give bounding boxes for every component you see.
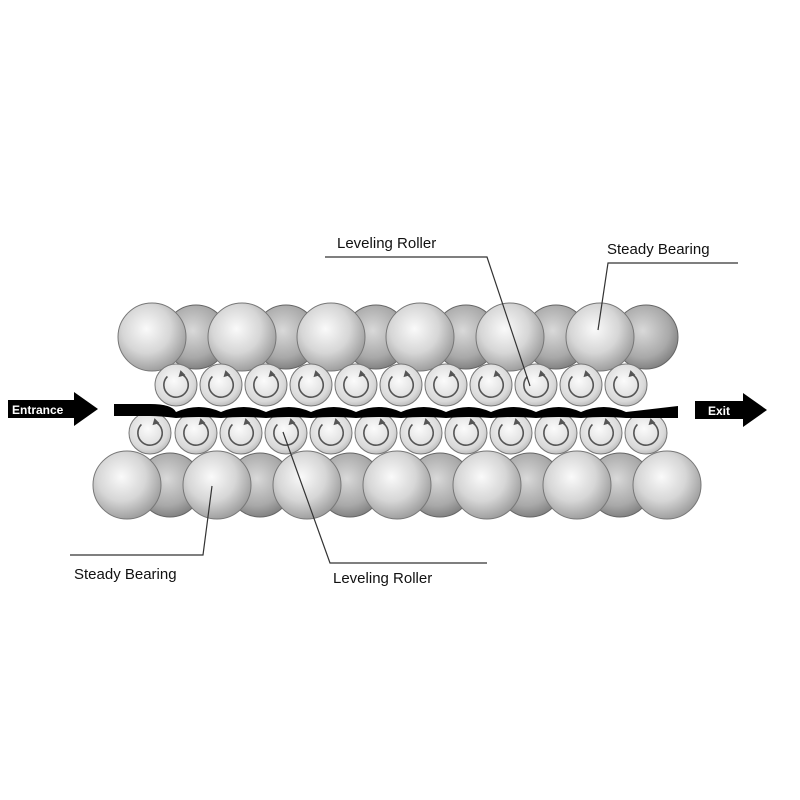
steady-bearing bbox=[117, 302, 187, 372]
steady-bearing bbox=[385, 302, 455, 372]
steady-bearing bbox=[92, 450, 162, 520]
steady-bearing bbox=[207, 302, 277, 372]
label-leveling-roller-top: Leveling Roller bbox=[337, 235, 436, 252]
rotation-arrow-icon bbox=[478, 370, 505, 398]
steady-bearing bbox=[632, 450, 702, 520]
rotation-arrow-icon bbox=[253, 370, 280, 398]
leveling-roller bbox=[604, 363, 648, 407]
rotation-arrow-icon bbox=[208, 370, 235, 398]
steady-bearing bbox=[565, 302, 635, 372]
label-leveling-roller-bottom: Leveling Roller bbox=[333, 570, 432, 587]
rotation-arrow-icon bbox=[633, 418, 660, 446]
exit-label: Exit bbox=[708, 404, 730, 418]
rotation-arrow-icon bbox=[363, 418, 390, 446]
rotation-arrow-icon bbox=[568, 370, 595, 398]
leader-lines bbox=[70, 256, 738, 564]
rotation-arrow-icon bbox=[433, 370, 460, 398]
leveling-roller bbox=[309, 411, 353, 455]
metal-strip bbox=[114, 404, 678, 418]
rotation-arrow-icon bbox=[298, 370, 325, 398]
rotation-arrow-icon bbox=[613, 370, 640, 398]
rotation-arrow-icon bbox=[453, 418, 480, 446]
leveling-roller bbox=[559, 363, 603, 407]
leveling-roller bbox=[154, 363, 198, 407]
leader-leveling-roller-top bbox=[325, 256, 531, 387]
steady-bearing bbox=[542, 450, 612, 520]
leveling-roller bbox=[264, 411, 308, 455]
top-leveling-rollers bbox=[154, 363, 648, 407]
exit-arrow: Exit bbox=[695, 393, 767, 427]
rotation-arrow-icon bbox=[318, 418, 345, 446]
rotation-arrow-icon bbox=[137, 418, 164, 446]
leveling-roller bbox=[379, 363, 423, 407]
leveling-roller bbox=[579, 411, 623, 455]
leveling-roller bbox=[174, 411, 218, 455]
entrance-label: Entrance bbox=[12, 403, 64, 417]
leveling-roller bbox=[444, 411, 488, 455]
rotation-arrow-icon bbox=[163, 370, 190, 398]
leveling-roller bbox=[534, 411, 578, 455]
rotation-arrow-icon bbox=[388, 370, 415, 398]
rotation-arrow-icon bbox=[588, 418, 615, 446]
top-steady-bearings bbox=[117, 302, 635, 372]
leveling-roller bbox=[469, 363, 513, 407]
steady-bearing bbox=[475, 302, 545, 372]
rotation-arrow-icon bbox=[498, 418, 525, 446]
rotation-arrow-icon bbox=[183, 418, 210, 446]
leveling-roller bbox=[128, 411, 172, 455]
steady-bearing bbox=[362, 450, 432, 520]
leveling-roller bbox=[219, 411, 263, 455]
rotation-arrow-icon bbox=[408, 418, 435, 446]
leveling-roller bbox=[199, 363, 243, 407]
leveling-roller bbox=[489, 411, 533, 455]
label-steady-bearing-bottom: Steady Bearing bbox=[74, 566, 177, 583]
leader-steady-bearing-bottom bbox=[70, 485, 213, 556]
steady-bearing bbox=[272, 450, 342, 520]
leveling-roller bbox=[399, 411, 443, 455]
leveling-roller bbox=[289, 363, 333, 407]
leveling-roller bbox=[424, 363, 468, 407]
rotation-arrow-icon bbox=[523, 370, 550, 398]
leader-steady-bearing-top bbox=[597, 262, 738, 331]
leveling-roller bbox=[514, 363, 558, 407]
label-steady-bearing-top: Steady Bearing bbox=[607, 241, 710, 258]
steady-bearing bbox=[182, 450, 252, 520]
bottom-leveling-rollers bbox=[128, 411, 668, 455]
steady-bearing bbox=[296, 302, 366, 372]
leveling-roller bbox=[334, 363, 378, 407]
leveling-roller bbox=[244, 363, 288, 407]
leveling-roller bbox=[624, 411, 668, 455]
rotation-arrow-icon bbox=[343, 370, 370, 398]
entrance-arrow: Entrance bbox=[8, 392, 98, 426]
leveling-roller bbox=[354, 411, 398, 455]
rotation-arrow-icon bbox=[543, 418, 570, 446]
bottom-steady-bearings bbox=[92, 450, 702, 520]
rotation-arrow-icon bbox=[228, 418, 255, 446]
steady-bearing bbox=[452, 450, 522, 520]
leader-leveling-roller-bottom bbox=[282, 431, 487, 564]
